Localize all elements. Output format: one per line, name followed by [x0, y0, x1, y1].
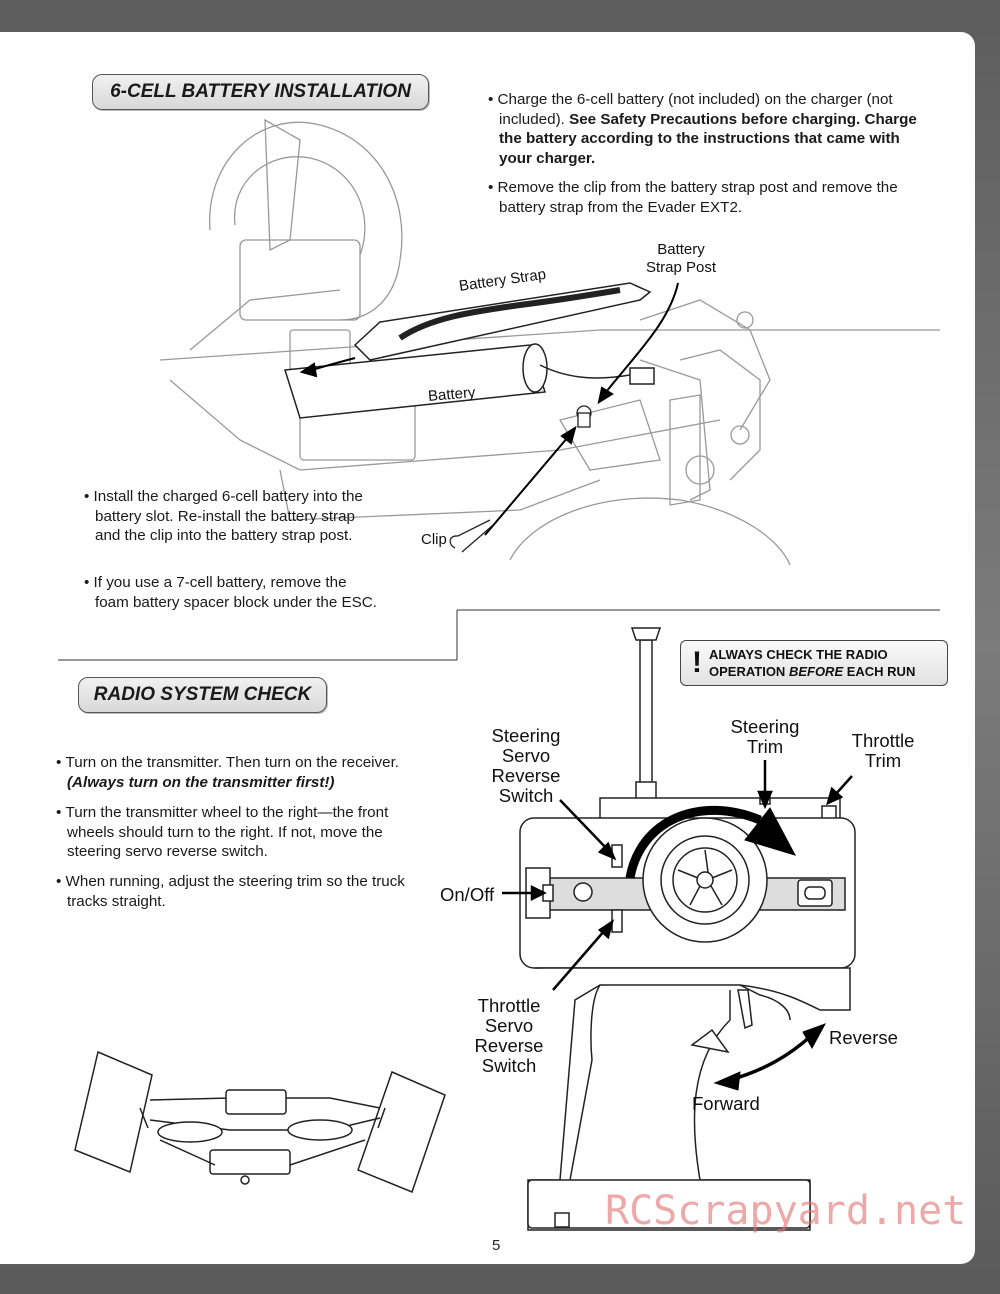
radio-bullet-turn-on-text: Turn on the transmitter. Then turn on th… — [65, 754, 400, 771]
warning-line2-a: OPERATION — [709, 664, 789, 679]
battery-callout-arrows — [299, 282, 679, 536]
label-tsr-line3: Reverse — [474, 1035, 544, 1056]
battery-strap — [353, 282, 652, 361]
label-clip: Clip — [421, 531, 447, 548]
label-ssr-line3: Reverse — [491, 765, 561, 786]
section-title-battery-installation: 6-CELL BATTERY INSTALLATION — [92, 74, 429, 110]
label-ssr-line1: Steering — [491, 725, 561, 746]
label-steering-trim-line2: Trim — [746, 736, 784, 757]
label-strap-post-line1: Battery — [657, 241, 705, 258]
radio-bullet-steering: Turn the transmitter wheel to the right—… — [56, 803, 432, 862]
battery-bullet-install: Install the charged 6-cell battery into … — [84, 487, 365, 546]
label-forward: Forward — [692, 1093, 760, 1114]
transmitter-callout-arrows — [502, 760, 853, 991]
battery-bullet-charge-bold: See Safety Precautions before charging. … — [499, 110, 917, 167]
front-suspension-drawing — [74, 1050, 446, 1193]
label-ssr-line4: Switch — [498, 785, 554, 806]
label-ssr-line2: Servo — [501, 745, 551, 766]
label-steering-trim: Steering Trim — [720, 717, 810, 757]
radio-bullet-trim: When running, adjust the steering trim s… — [56, 872, 412, 911]
battery-bullet-remove-clip: Remove the clip from the battery strap p… — [488, 178, 909, 217]
label-reverse: Reverse — [829, 1027, 898, 1048]
strap-post — [576, 405, 592, 428]
section-divider — [58, 609, 940, 661]
battery-bullet-charge: Charge the 6-cell battery (not included)… — [488, 90, 919, 168]
radio-bullet-turn-on: Turn on the transmitter. Then turn on th… — [56, 753, 447, 792]
warning-text: ALWAYS CHECK THE RADIO OPERATION BEFORE … — [709, 646, 915, 680]
radio-bullet-turn-on-bold: (Always turn on the transmitter first!) — [67, 773, 335, 791]
truck-chassis-drawing — [159, 118, 940, 566]
transmitter-drawing — [519, 627, 856, 1231]
clip-drawing — [449, 519, 493, 553]
label-throttle-trim-line2: Trim — [864, 750, 902, 771]
throttle-direction-arrow — [713, 1023, 827, 1091]
warning-line2-b: BEFORE — [788, 664, 844, 679]
label-throttle-servo-reverse-switch: Throttle Servo Reverse Switch — [462, 996, 556, 1076]
label-throttle-trim: Throttle Trim — [838, 731, 928, 771]
battery-bullet-7cell: If you use a 7-cell battery, remove the … — [84, 573, 380, 612]
label-steering-trim-line1: Steering — [730, 716, 800, 737]
label-strap-post-line2: Strap Post — [645, 259, 717, 276]
label-tsr-line4: Switch — [481, 1055, 537, 1076]
exclamation-icon: ! — [692, 646, 702, 679]
label-tsr-line2: Servo — [484, 1015, 534, 1036]
battery-pack — [284, 343, 655, 419]
battery-bullet-charge-text: Charge the 6-cell battery (not included)… — [497, 91, 893, 128]
page-number: 5 — [492, 1237, 501, 1254]
label-throttle-trim-line1: Throttle — [851, 730, 915, 751]
label-on-off: On/Off — [440, 884, 495, 905]
wheel-turn-arrow — [625, 805, 797, 879]
warning-box: ! ALWAYS CHECK THE RADIO OPERATION BEFOR… — [680, 640, 948, 686]
warning-line2-c: EACH RUN — [843, 664, 916, 679]
section-title-radio-check: RADIO SYSTEM CHECK — [78, 677, 327, 713]
label-steering-servo-reverse-switch: Steering Servo Reverse Switch — [478, 726, 574, 806]
watermark: RCScrapyard.net — [605, 1188, 967, 1234]
label-tsr-line1: Throttle — [477, 995, 541, 1016]
warning-line1: ALWAYS CHECK THE RADIO — [709, 647, 888, 662]
